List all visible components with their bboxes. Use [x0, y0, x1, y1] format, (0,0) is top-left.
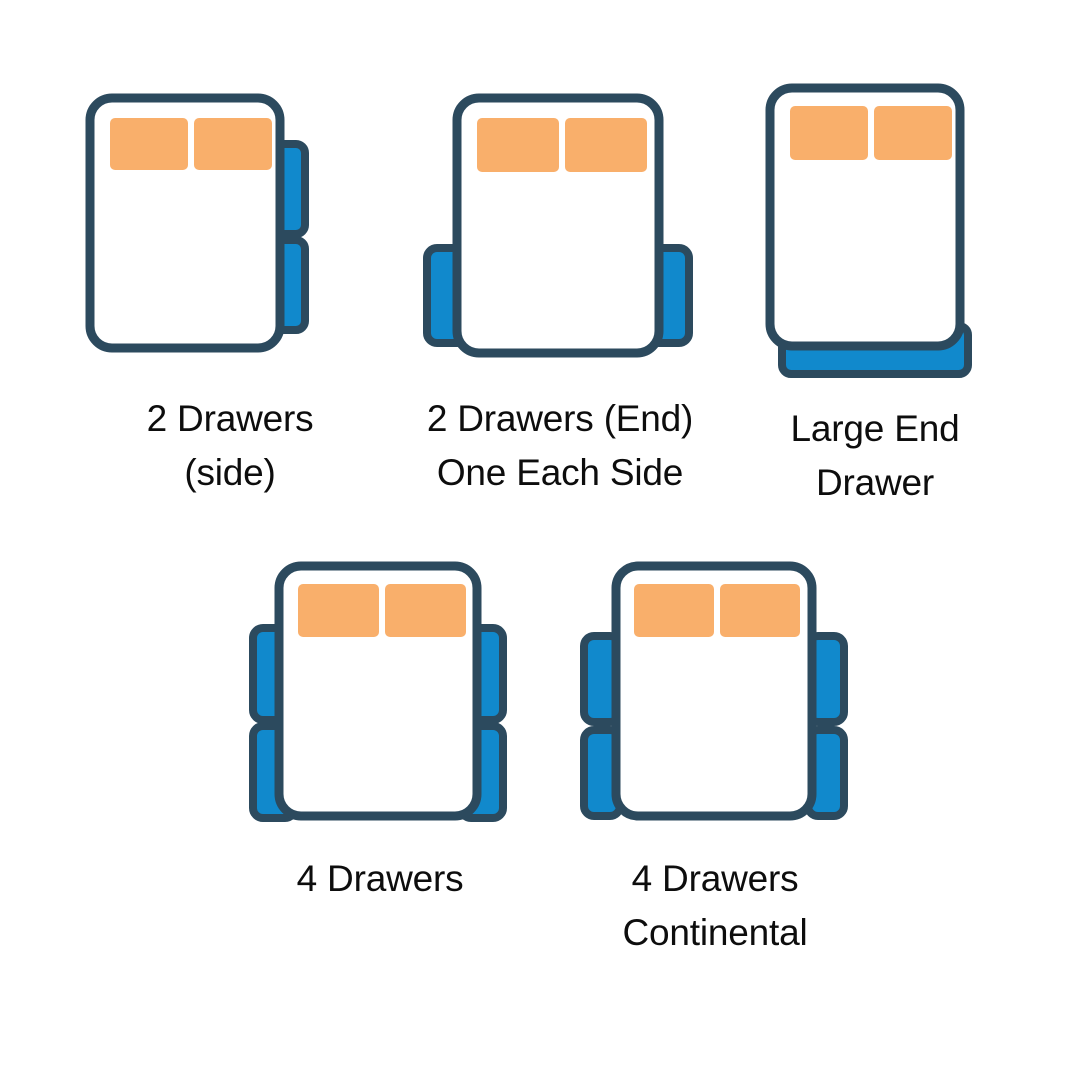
- pillow-left: [110, 118, 188, 170]
- bed-diagram-four-drawers: [249, 561, 507, 822]
- bed-diagram-four-drawers-continental: [580, 561, 848, 821]
- bed-option-four-drawers-continental[interactable]: 4 Drawers Continental: [550, 556, 880, 960]
- pillow-left: [790, 106, 868, 160]
- bed-option-two-drawers-side[interactable]: 2 Drawers (side): [60, 88, 400, 500]
- bed-caption-four-drawers-continental: 4 Drawers Continental: [622, 858, 808, 954]
- bed-diagram-two-drawers-end: [423, 93, 693, 358]
- pillow-right: [720, 584, 800, 637]
- bed-option-large-end-drawer[interactable]: Large End Drawer: [725, 78, 1025, 510]
- bed-caption-two-drawers-side: 2 Drawers (side): [146, 398, 314, 494]
- pillow-right: [565, 118, 647, 172]
- bed-caption-two-drawers-end: 2 Drawers (End) One Each Side: [426, 398, 694, 494]
- pillow-right: [194, 118, 272, 170]
- pillow-right: [385, 584, 466, 637]
- pillow-right: [874, 106, 952, 160]
- bed-option-two-drawers-end[interactable]: 2 Drawers (End) One Each Side: [390, 88, 730, 500]
- bed-diagram-two-drawers-side: [85, 93, 309, 353]
- pillow-left: [634, 584, 714, 637]
- bed-caption-four-drawers: 4 Drawers: [296, 858, 464, 899]
- bed-option-four-drawers[interactable]: 4 Drawers: [215, 556, 545, 906]
- bed-caption-large-end-drawer: Large End Drawer: [790, 408, 960, 504]
- bed-diagram-large-end-drawer: [765, 83, 972, 378]
- pillow-left: [477, 118, 559, 172]
- pillow-left: [298, 584, 379, 637]
